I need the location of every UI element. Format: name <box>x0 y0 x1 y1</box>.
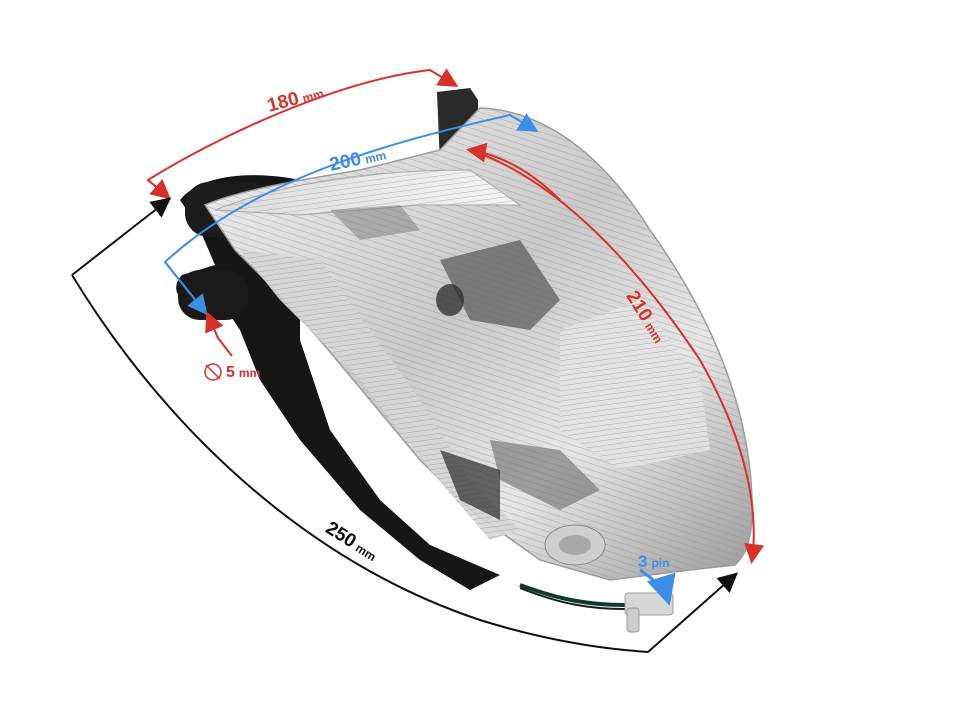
connector <box>519 583 674 633</box>
dim-line-200 <box>163 113 539 313</box>
diameter-icon <box>204 363 222 381</box>
dimension-unit: mm <box>238 366 261 380</box>
connector-unit: pin <box>651 556 670 570</box>
dim-line-3pin <box>639 568 676 606</box>
dim-line-180 <box>146 68 459 198</box>
dimension-unit: mm <box>363 148 388 167</box>
dimension-unit: mm <box>300 86 326 106</box>
lens <box>203 107 753 581</box>
connector-pin-count: 3 <box>638 552 648 571</box>
annotations <box>71 68 765 654</box>
mount-tab-lower <box>178 270 248 320</box>
dim-line-250 <box>71 197 172 276</box>
dim-line-210 <box>469 149 765 564</box>
dimension-value: 5 <box>226 364 235 381</box>
dim-line-5mm <box>205 311 233 357</box>
